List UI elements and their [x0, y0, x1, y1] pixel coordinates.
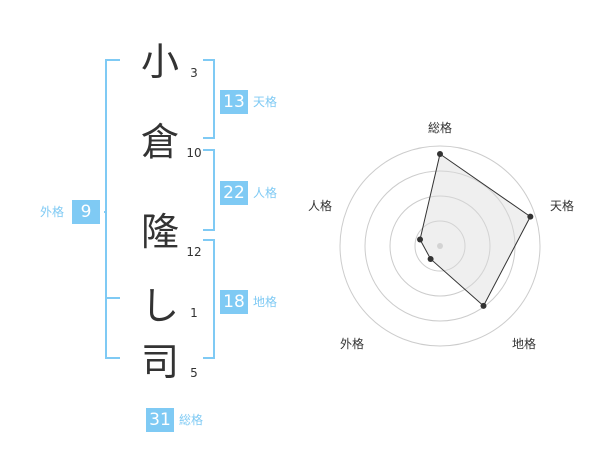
stroke-count-3: 12: [186, 245, 202, 259]
radar-axis-label: 外格: [340, 336, 364, 351]
radar-point: [480, 302, 487, 309]
soukaku-label: 総格: [179, 413, 204, 427]
tenkaku-label: 天格: [253, 95, 278, 109]
radar-axis-label: 地格: [512, 336, 536, 351]
name-char-5: 司: [140, 340, 179, 384]
chikaku-label: 地格: [253, 295, 278, 309]
stroke-count-2: 10: [186, 146, 202, 160]
stroke-count-5: 5: [190, 366, 198, 380]
stroke-count-1: 3: [190, 66, 198, 80]
radar-point: [427, 255, 434, 262]
chikaku-bracket: [203, 239, 215, 359]
radar-ring: [339, 145, 541, 347]
radar-polygon: [419, 153, 531, 307]
chikaku-value: 18: [220, 290, 248, 314]
name-char-1: 小: [140, 40, 179, 84]
name-char-3: 隆: [140, 210, 179, 254]
radar-center: [437, 243, 443, 249]
jinkaku-bracket: [203, 149, 215, 231]
tenkaku-value: 13: [220, 90, 248, 114]
radar-point: [437, 151, 443, 157]
tenkaku-bracket: [203, 59, 215, 139]
radar-point: [527, 213, 534, 220]
radar-ring: [414, 220, 466, 272]
gaikaku-value: 9: [72, 200, 100, 224]
radar-point: [417, 236, 424, 243]
radar-axis-label: 総格: [428, 120, 452, 135]
radar-axis-label: 人格: [308, 198, 332, 213]
gaikaku-bracket: [105, 59, 120, 359]
radar-ring: [389, 195, 491, 297]
jinkaku-label: 人格: [253, 186, 278, 200]
gaikaku-label: 外格: [40, 205, 65, 219]
jinkaku-value: 22: [220, 181, 248, 205]
stroke-count-4: 1: [190, 306, 198, 320]
radar-axis-label: 天格: [550, 198, 574, 213]
soukaku-value: 31: [146, 408, 174, 432]
name-char-2: 倉: [140, 120, 179, 164]
name-char-4: し: [140, 284, 179, 328]
